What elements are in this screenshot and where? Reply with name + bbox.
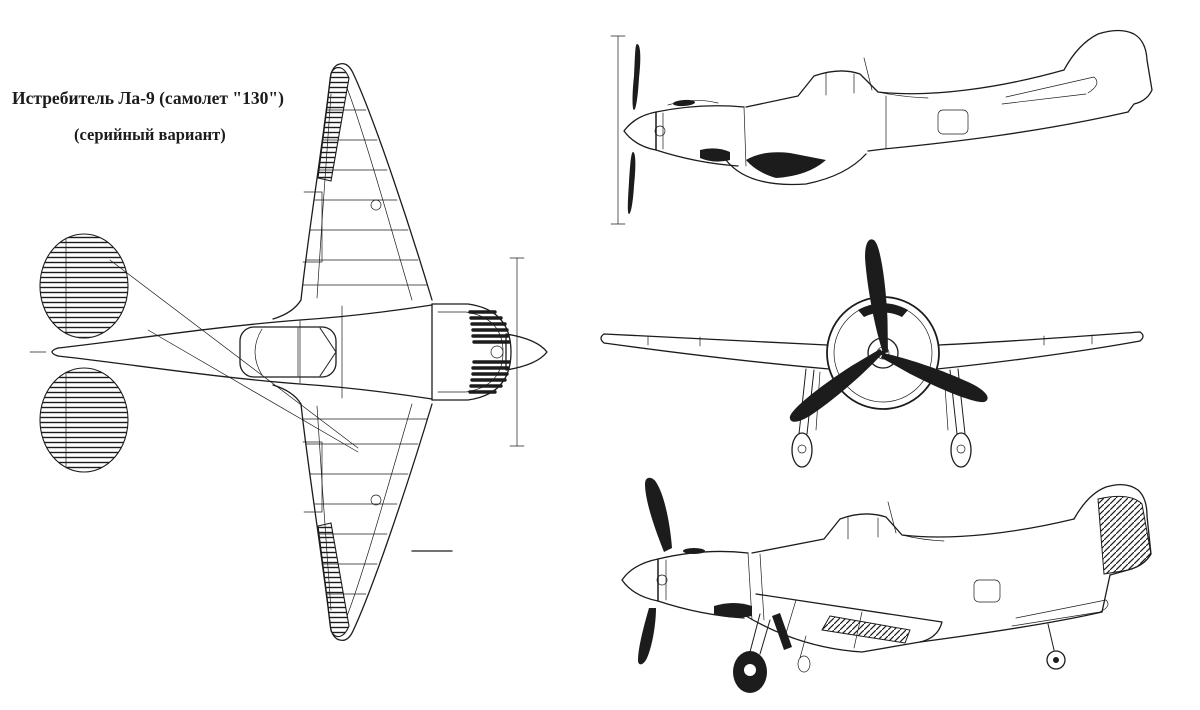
access-hatch <box>973 579 1001 603</box>
fuel-cap-circle <box>370 494 382 506</box>
flap-ribs <box>821 615 911 644</box>
engine-cowling-front <box>826 296 940 410</box>
far-wheel <box>797 655 811 673</box>
dimension-line-height <box>610 35 626 225</box>
antenna-mast <box>863 57 873 91</box>
propeller-blade-edge <box>627 152 636 214</box>
tailplane-left <box>39 233 129 339</box>
aileron-lower <box>317 522 350 638</box>
tailplane-side <box>1001 76 1098 105</box>
flap-upper <box>302 191 323 263</box>
gun-trough <box>673 99 695 107</box>
side-view-drawing <box>610 29 1153 225</box>
engine-cowling-gear <box>657 548 765 621</box>
aileron-upper <box>317 66 350 182</box>
antenna-mast <box>887 501 897 534</box>
leader-lines <box>109 259 359 453</box>
tailplane-side-gear <box>1011 599 1109 627</box>
gun-trough <box>683 548 705 554</box>
front-view-drawing <box>600 239 1144 468</box>
main-landing-gear <box>733 613 811 693</box>
propeller-blade <box>638 608 656 665</box>
top-view-drawing <box>29 62 548 642</box>
wing-front-left <box>600 333 830 370</box>
wing-root-side <box>725 152 867 186</box>
intake-opening <box>858 303 908 317</box>
dimension-line-prop <box>509 257 525 447</box>
flap-lower <box>302 441 323 513</box>
canopy-side <box>825 57 929 99</box>
wheel-hub <box>744 664 756 676</box>
canopy-plan <box>239 326 337 378</box>
wheel <box>791 432 813 468</box>
wing-lower <box>272 384 433 642</box>
rudder-ribs <box>1097 495 1152 575</box>
fuselage-plan <box>29 304 433 400</box>
spinner-side <box>623 111 666 151</box>
landing-gear-front-right <box>943 368 972 468</box>
tailplane-right <box>39 367 129 473</box>
spinner-plan <box>490 333 548 371</box>
title-line-1: Истребитель Ла-9 (самолет "130") <box>12 88 284 108</box>
cowl-gills <box>468 310 511 394</box>
wing-upper <box>272 62 433 320</box>
exhaust-stubs <box>700 148 730 162</box>
exhaust-stubs <box>714 603 752 618</box>
landing-gear-front-left <box>791 368 821 468</box>
engine-cowling-side <box>655 99 747 167</box>
side-view-gear-drawing <box>621 477 1152 693</box>
wing-perspective <box>745 593 943 653</box>
spinner-front <box>867 337 899 369</box>
wheel-well-shading <box>746 152 826 178</box>
propeller-blade <box>645 477 672 552</box>
access-hatch <box>937 109 969 135</box>
propeller-blade-edge <box>632 44 641 110</box>
fuselage-side-gear <box>751 483 1152 643</box>
gear-door <box>772 613 792 650</box>
spinner-side-gear <box>621 558 668 602</box>
title-line-2: (серийный вариант) <box>74 125 226 144</box>
propeller-front <box>789 239 988 422</box>
tailwheel <box>1046 623 1066 670</box>
drawing-title: Истребитель Ла-9 (самолет "130") (серийн… <box>12 88 284 145</box>
fuel-cap-circle <box>370 199 382 211</box>
wheel <box>950 432 972 468</box>
wing-front-right <box>936 331 1144 370</box>
canopy-side-gear <box>847 501 945 542</box>
fuselage-side <box>745 29 1153 152</box>
